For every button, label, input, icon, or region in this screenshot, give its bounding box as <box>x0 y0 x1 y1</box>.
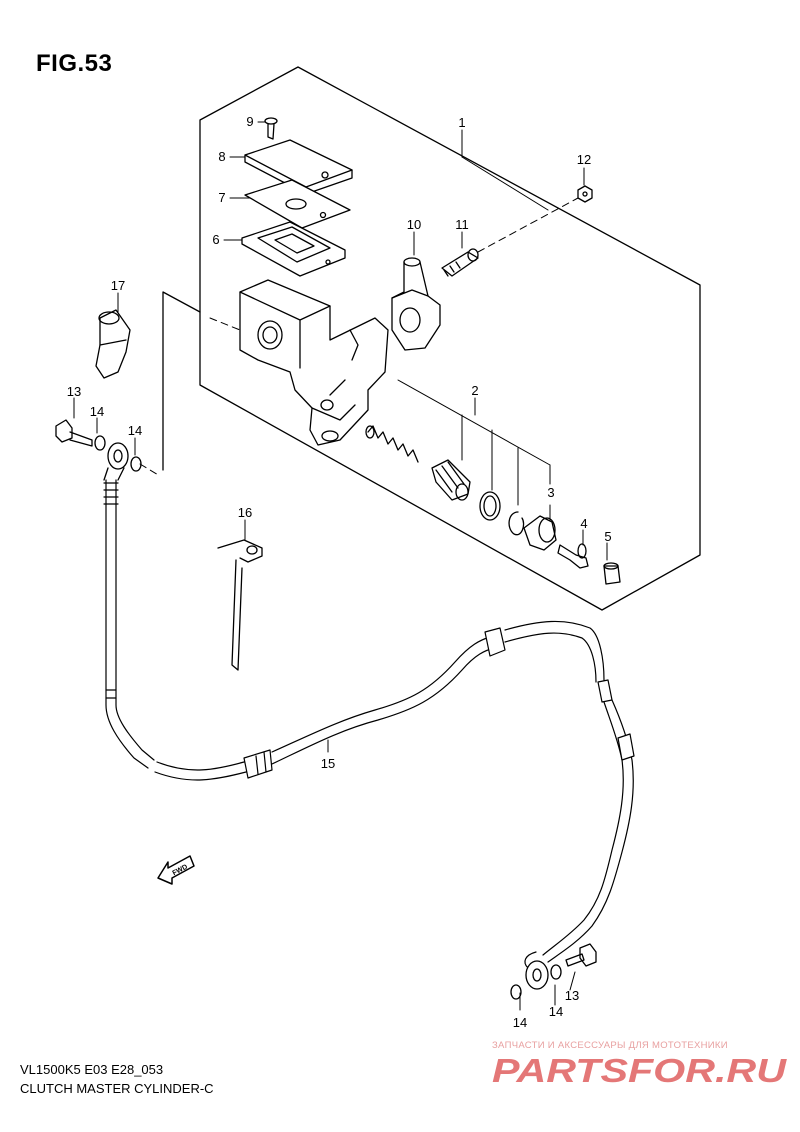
circlip <box>508 511 525 536</box>
master-cylinder-body-1 <box>239 279 389 446</box>
callout-3: 3 <box>547 485 554 500</box>
callout-13-upper: 13 <box>67 384 81 399</box>
diaphragm-6 <box>241 221 346 277</box>
callout-5: 5 <box>604 529 611 544</box>
rod-cap-5 <box>603 562 621 585</box>
washer-14-upper-a <box>94 435 106 451</box>
callout-10: 10 <box>407 217 421 232</box>
cable-tie-16 <box>217 539 263 671</box>
callout-14-upper-a: 14 <box>90 404 104 419</box>
model-code: VL1500K5 E03 E28_053 <box>20 1062 164 1077</box>
watermark-logo-text: PARTSFOR.RU <box>492 1052 787 1089</box>
callout-2: 2 <box>471 383 478 398</box>
callout-13-lower: 13 <box>565 988 579 1003</box>
washer-14-upper-b <box>130 456 142 472</box>
callout-17: 17 <box>111 278 125 293</box>
banjo-bolt-13-lower <box>565 943 597 967</box>
banjo-fitting-lower <box>525 960 549 990</box>
cup-seal <box>479 491 501 521</box>
hose-boot-17 <box>95 309 131 379</box>
callout-1: 1 <box>458 115 465 130</box>
watermark-tagline: ЗАПЧАСТИ И АКСЕССУАРЫ ДЛЯ МОТОТЕХНИКИ <box>492 1040 728 1051</box>
alignment-dashes <box>139 197 579 477</box>
callout-11: 11 <box>455 217 469 232</box>
dust-boot-3 <box>523 515 557 551</box>
push-rod-4 <box>557 543 589 569</box>
callout-14-lower-b: 14 <box>549 1004 563 1019</box>
clutch-hose-15 <box>103 479 635 969</box>
figure-caption: CLUTCH MASTER CYLINDER-C <box>20 1081 214 1096</box>
callout-9: 9 <box>246 114 253 129</box>
piston-2 <box>431 459 471 501</box>
figure-title: FIG.53 <box>36 50 113 77</box>
callout-14-lower-a: 14 <box>513 1015 527 1030</box>
lever-bracket-10 <box>391 257 441 351</box>
screw-9 <box>264 117 278 140</box>
pivot-bolt-11 <box>441 248 479 277</box>
washer-14-lower-b <box>550 964 562 980</box>
callout-15: 15 <box>321 756 335 771</box>
banjo-bolt-13-upper <box>55 419 93 447</box>
callout-4: 4 <box>580 516 587 531</box>
leader-lines <box>73 121 608 1011</box>
fwd-arrow <box>157 855 195 885</box>
callout-12: 12 <box>577 152 591 167</box>
callout-16: 16 <box>238 505 252 520</box>
washer-14-lower-a <box>510 984 522 1000</box>
diaphragm-plate-7 <box>244 179 351 229</box>
watermark-logo: PARTSFOR.RU <box>492 1052 787 1089</box>
callout-7: 7 <box>218 190 225 205</box>
callout-6: 6 <box>212 232 219 247</box>
assembly-outline-left-tick <box>162 291 201 471</box>
callout-14-upper-b: 14 <box>128 423 142 438</box>
callout-8: 8 <box>218 149 225 164</box>
return-spring <box>365 425 419 463</box>
nut-12 <box>577 185 593 203</box>
assembly-outline <box>199 66 701 611</box>
banjo-fitting-upper <box>103 442 129 481</box>
